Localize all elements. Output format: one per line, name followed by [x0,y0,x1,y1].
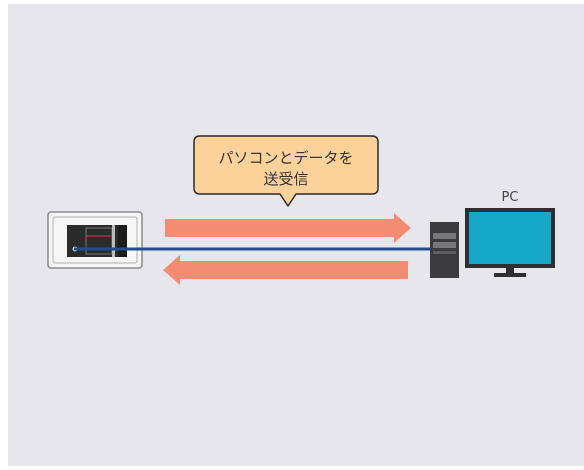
callout-text-line1: パソコンとデータを [218,149,353,167]
pc-monitor-icon [465,208,555,277]
send-arrow-right [165,213,411,243]
callout-text-line2: 送受信 [263,170,308,188]
pc-tower-icon [430,222,459,278]
receive-arrow-left [163,255,408,285]
pc-label: PC [502,190,519,205]
callout-bubble: パソコンとデータを 送受信 [193,135,379,207]
controller-device-icon [47,211,143,269]
